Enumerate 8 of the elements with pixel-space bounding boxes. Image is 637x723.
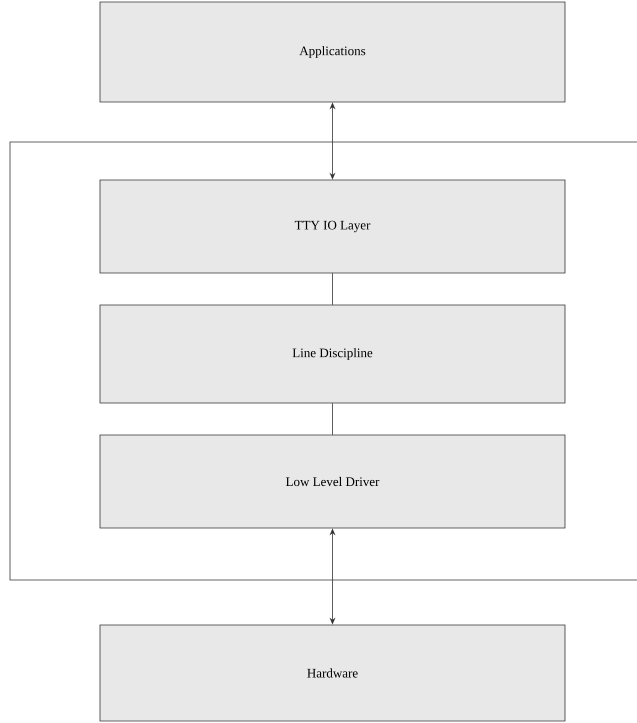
layer-box: Hardware <box>100 624 566 722</box>
frame <box>10 142 637 580</box>
layer-box: Applications <box>100 2 566 102</box>
layer-box: Line Discipline <box>100 304 566 404</box>
connector-line <box>332 273 333 305</box>
layer-box: TTY IO Layer <box>100 180 566 274</box>
layer-box: Low Level Driver <box>100 434 566 528</box>
connector-line <box>332 403 333 435</box>
